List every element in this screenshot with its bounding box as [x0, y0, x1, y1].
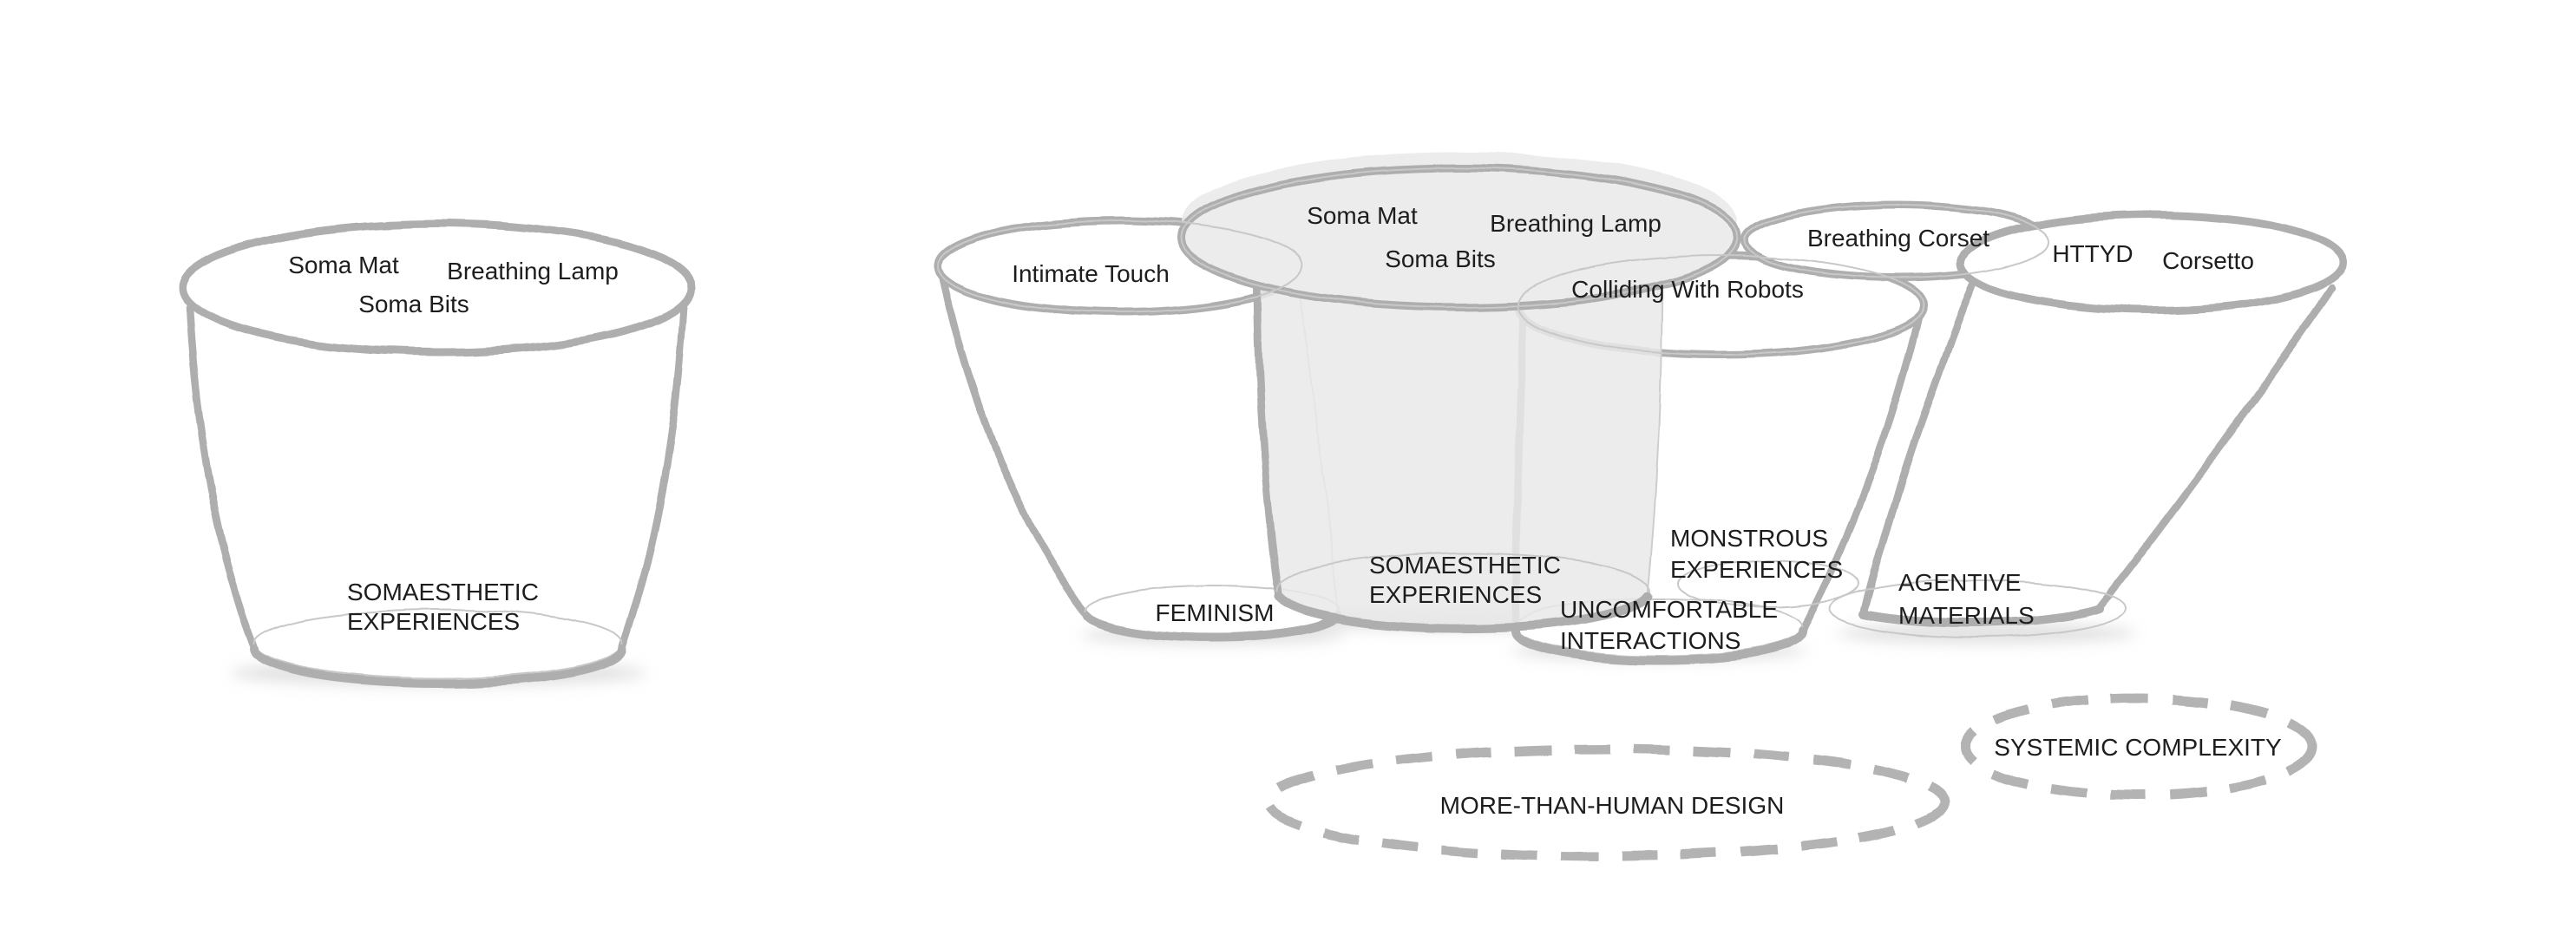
cup-base-arc	[1859, 605, 2104, 628]
dashed-label-more-than-human-design: MORE-THAN-HUMAN DESIGN	[1440, 792, 1785, 819]
cup-base-arc	[1084, 612, 1342, 643]
venn-cup-agentive-materials	[1830, 211, 2351, 638]
hidden-base-monstrous	[1676, 559, 1860, 608]
hidden-rim-somaesthetic	[1181, 167, 1738, 308]
category-label-monstrous-line2: EXPERIENCES	[1670, 556, 1843, 583]
category-label-uncomfortable-line2: INTERACTIONS	[1560, 627, 1740, 654]
venn-cup-somaesthetic-standalone	[178, 219, 695, 688]
hidden-rim-feminism	[937, 219, 1303, 313]
cup-rim	[1957, 211, 2347, 315]
category-label-somaesthetic2-line2: EXPERIENCES	[1369, 581, 1542, 608]
label-layer: Soma Mat Breathing Lamp Soma Bits SOMAES…	[288, 202, 2282, 819]
dashed-region-systemic-complexity	[1959, 693, 2317, 801]
category-label-agentive-line1: AGENTIVE	[1898, 569, 2022, 596]
cup-base-arc	[1274, 592, 1652, 633]
item-label-colliding-with-robots: Colliding With Robots	[1571, 276, 1804, 303]
cup-base-ellipse	[253, 608, 623, 679]
item-label-httyd: HTTYD	[2052, 240, 2133, 267]
cup-side-right	[1647, 268, 1663, 596]
cup-side-right	[1798, 315, 1922, 636]
item-label-soma-mat: Soma Mat	[288, 252, 399, 278]
category-label-somaesthetic-line1: SOMAESTHETIC	[347, 579, 539, 605]
cup-base-ellipse	[1830, 579, 2127, 638]
category-label-monstrous-line1: MONSTROUS	[1670, 525, 1828, 552]
cup-shadow	[1838, 623, 2136, 644]
hidden-rim-uncomfortable	[1517, 255, 1924, 356]
cup-side-left	[1859, 275, 1979, 618]
cup-side-right	[618, 304, 688, 651]
item-label-soma-bits-2: Soma Bits	[1385, 245, 1496, 272]
category-label-agentive-line2: MATERIALS	[1898, 602, 2035, 629]
ink-layer	[178, 152, 2351, 861]
cup-rim	[178, 219, 695, 357]
cup-base-arc	[1511, 627, 1806, 664]
item-label-soma-mat-2: Soma Mat	[1307, 202, 1418, 229]
cup-base-arc	[250, 644, 626, 688]
dashed-region-more-than-human-design	[1263, 743, 1950, 861]
cup-side-right	[2095, 284, 2337, 612]
item-label-breathing-lamp: Breathing Lamp	[447, 258, 619, 285]
category-label-somaesthetic2-line1: SOMAESTHETIC	[1369, 552, 1561, 579]
dashed-label-systemic-complexity: SYSTEMIC COMPLEXITY	[1994, 734, 2282, 761]
item-label-breathing-corset: Breathing Corset	[1807, 225, 1989, 252]
cup-side-left	[185, 304, 259, 651]
item-label-breathing-lamp-2: Breathing Lamp	[1490, 210, 1662, 237]
hidden-rim-monstrous	[1743, 204, 2050, 278]
cup-body	[1864, 219, 2351, 623]
cup-side-left	[1252, 265, 1282, 599]
cup-side-left	[939, 275, 1092, 620]
item-label-corsetto: Corsetto	[2162, 247, 2254, 274]
category-label-somaesthetic-line2: EXPERIENCES	[347, 608, 520, 635]
item-label-intimate-touch: Intimate Touch	[1012, 260, 1170, 287]
item-label-soma-bits: Soma Bits	[358, 291, 469, 317]
category-label-uncomfortable-line1: UNCOMFORTABLE	[1560, 596, 1778, 623]
venn-cup-somaesthetic	[1177, 152, 1741, 633]
category-label-feminism: FEMINISM	[1156, 599, 1275, 626]
